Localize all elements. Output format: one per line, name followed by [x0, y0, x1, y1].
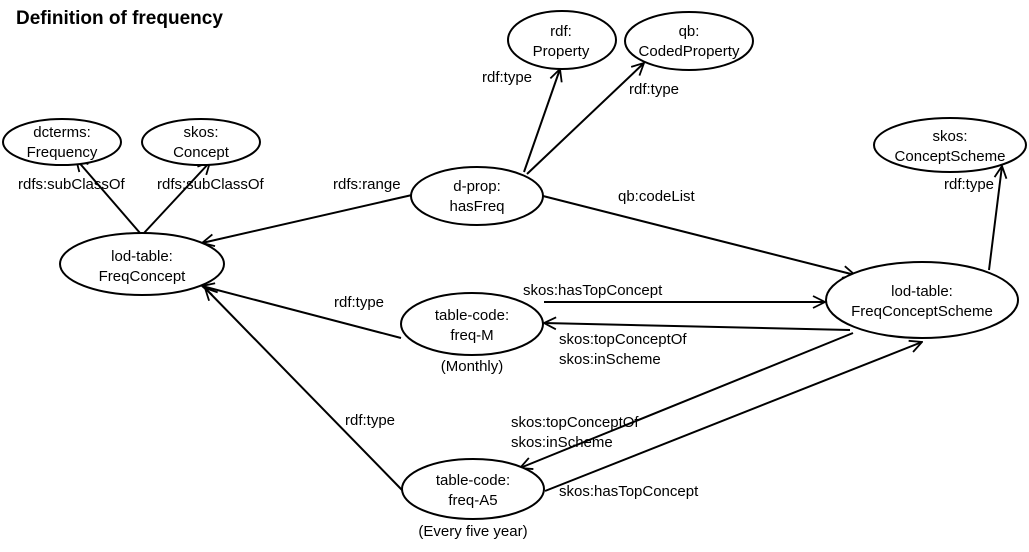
- edge-label-m-topconceptof: skos:topConceptOf: [559, 331, 687, 348]
- edge-hasfreq-type-property: [523, 69, 560, 173]
- node-qb-codedproperty: [624, 11, 754, 71]
- edge-label-hasfreq-range: rdfs:range: [333, 176, 401, 193]
- node-lod-freqconceptscheme: [825, 261, 1019, 339]
- edge-freqconcept-subclass-frequency: [76, 159, 141, 234]
- edge-label-m-hastopconcept: skos:hasTopConcept: [523, 282, 663, 299]
- note-freq-m: (Monthly): [441, 358, 504, 375]
- node-dprop-hasfreq-label-1: d-prop:: [453, 178, 501, 195]
- node-rdf-property: [507, 10, 617, 70]
- node-skos-conceptscheme-label-1: skos:: [932, 128, 967, 145]
- edge-hasfreq-range: [202, 194, 413, 243]
- edge-hasfreq-codelist: [542, 195, 855, 275]
- edge-label-freqconcept-subclass-concept: rdfs:subClassOf: [157, 176, 265, 193]
- edge-label-hasfreq-type-property: rdf:type: [482, 69, 532, 86]
- node-code-freq-a5: [401, 458, 545, 520]
- edge-m-topconceptof: [544, 323, 851, 331]
- edge-label-scheme-type: rdf:type: [944, 176, 994, 193]
- node-qb-codedproperty-label-2: CodedProperty: [639, 43, 740, 60]
- node-skos-concept: [141, 118, 261, 166]
- node-lod-freqconcept-label-1: lod-table:: [111, 248, 173, 265]
- edge-label-m-inscheme: skos:inScheme: [559, 351, 661, 368]
- edge-freqconcept-subclass-concept: [143, 162, 210, 234]
- edge-label-a5-topconceptof: skos:topConceptOf: [511, 414, 639, 431]
- node-lod-freqconceptscheme-label-2: FreqConceptScheme: [851, 303, 993, 320]
- edge-hasfreq-type-codedproperty: [526, 63, 644, 175]
- edge-a5-hastopconcept: [544, 342, 922, 492]
- note-freq-a5: (Every five year): [418, 523, 527, 540]
- edge-label-hasfreq-codelist: qb:codeList: [618, 188, 696, 205]
- node-skos-concept-label-2: Concept: [173, 144, 230, 161]
- edge-label-a5-type: rdf:type: [345, 412, 395, 429]
- edge-label-freqconcept-subclass-frequency: rdfs:subClassOf: [18, 176, 126, 193]
- node-dcterms-frequency-label-1: dcterms:: [33, 124, 91, 141]
- node-code-freq-m-label-2: freq-M: [450, 327, 493, 344]
- node-code-freq-m: [400, 292, 544, 356]
- node-skos-conceptscheme: [873, 117, 1027, 173]
- node-rdf-property-label-1: rdf:: [550, 23, 572, 40]
- node-lod-freqconceptscheme-label-1: lod-table:: [891, 283, 953, 300]
- node-lod-freqconcept-label-2: FreqConcept: [99, 268, 187, 285]
- diagram-title: Definition of frequency: [16, 8, 223, 29]
- node-dcterms-frequency: [2, 118, 122, 166]
- node-lod-freqconcept: [59, 232, 225, 296]
- node-skos-concept-label-1: skos:: [183, 124, 218, 141]
- edge-label-a5-hastopconcept: skos:hasTopConcept: [559, 483, 699, 500]
- node-skos-conceptscheme-label-2: ConceptScheme: [895, 148, 1006, 165]
- node-dprop-hasfreq: [410, 166, 544, 226]
- edge-label-m-type: rdf:type: [334, 294, 384, 311]
- edge-scheme-type: [988, 166, 1002, 271]
- node-qb-codedproperty-label-1: qb:: [679, 23, 700, 40]
- node-rdf-property-label-2: Property: [533, 43, 590, 60]
- node-dcterms-frequency-label-2: Frequency: [27, 144, 98, 161]
- node-code-freq-a5-label-2: freq-A5: [448, 492, 497, 509]
- node-code-freq-m-label-1: table-code:: [435, 307, 509, 324]
- edge-a5-topconceptof: [520, 332, 854, 468]
- node-code-freq-a5-label-1: table-code:: [436, 472, 510, 489]
- edge-label-a5-inscheme: skos:inScheme: [511, 434, 613, 451]
- edge-label-hasfreq-type-codedproperty: rdf:type: [629, 81, 679, 98]
- node-dprop-hasfreq-label-2: hasFreq: [449, 198, 504, 215]
- edge-a5-type: [205, 288, 403, 491]
- edge-m-type: [202, 286, 402, 339]
